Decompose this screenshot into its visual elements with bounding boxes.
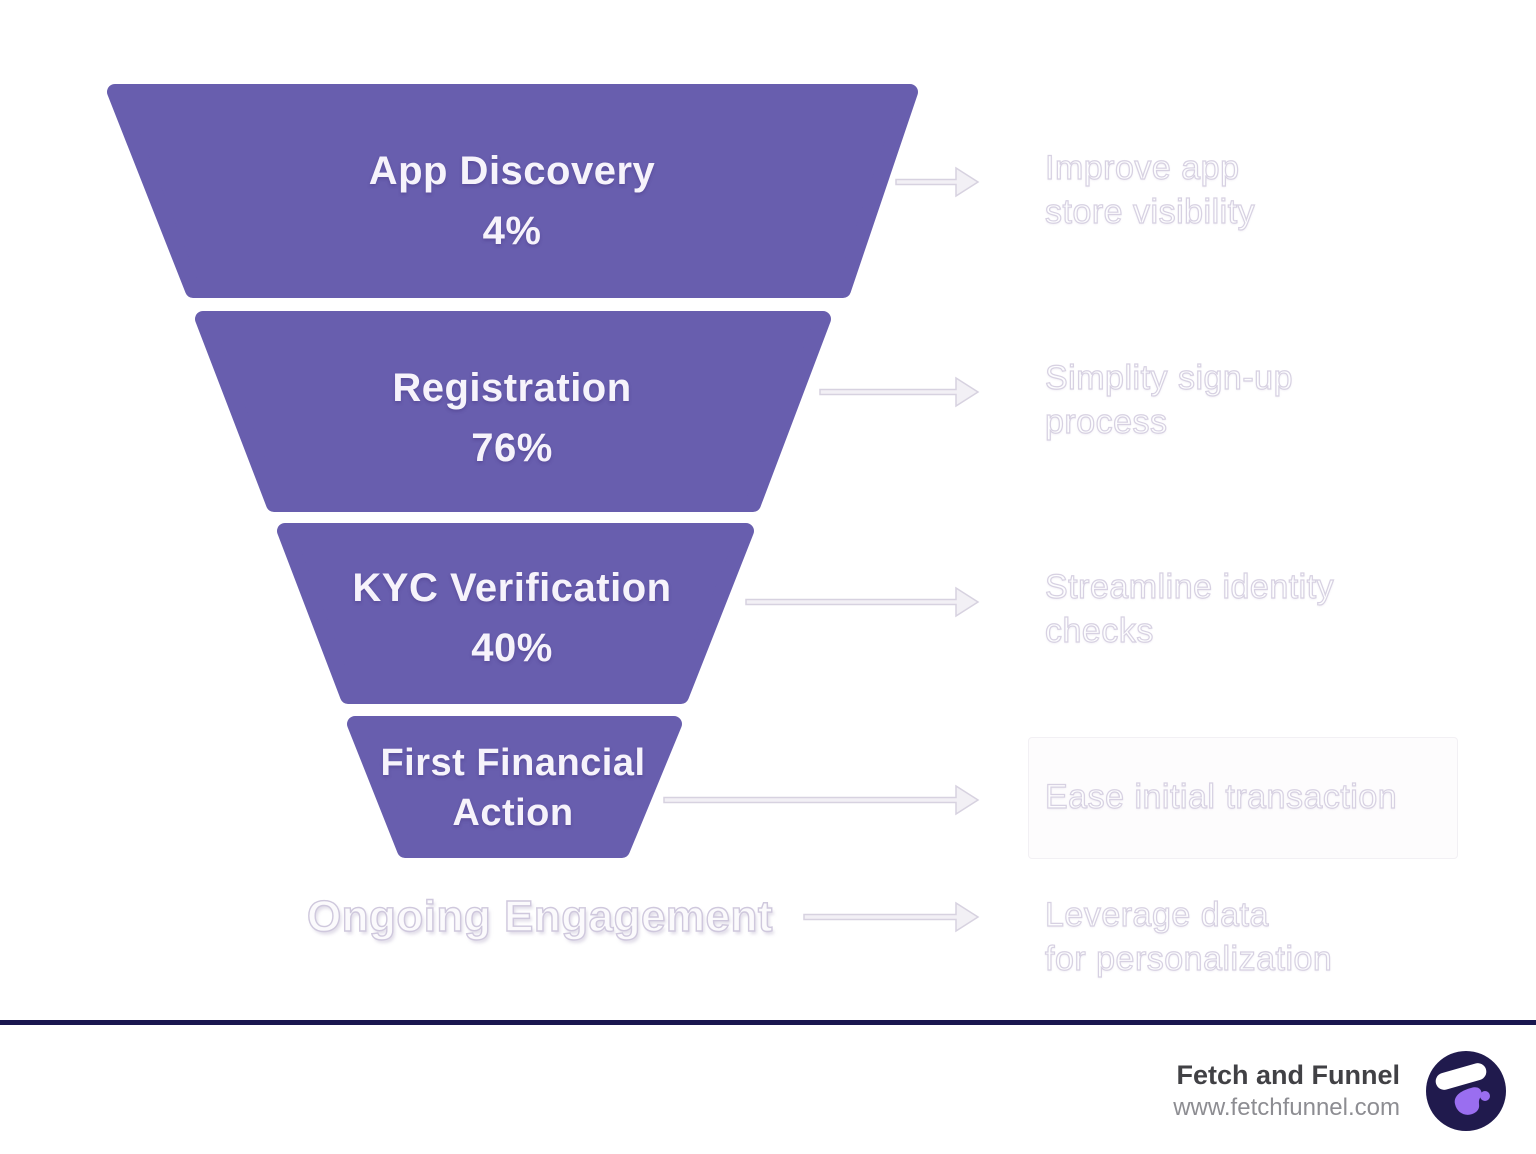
fetch-and-funnel-logo-icon: [1426, 1051, 1506, 1131]
annotation-3-line-2: checks: [1044, 611, 1154, 650]
annotation-1-line-2: store visibility: [1044, 192, 1256, 231]
annotation-1: Improve app store visibility: [1044, 146, 1515, 234]
annotation-2-line-1: Simplity sign-up: [1044, 358, 1293, 397]
arrow-stage-2-icon: [819, 376, 980, 408]
annotation-5-line-2: for personalization: [1044, 939, 1333, 978]
funnel-stage-4-shape: [347, 716, 682, 858]
arrow-stage-5-icon: [803, 901, 980, 933]
stage-2-name: Registration: [392, 366, 632, 410]
annotation-2-line-2: process: [1044, 402, 1168, 441]
stage-3-percent: 40%: [471, 626, 553, 670]
annotation-card: [1028, 737, 1458, 859]
annotation-5-line-1: Leverage data: [1044, 895, 1269, 934]
stage-2-label: Registration 76%: [162, 358, 862, 478]
brand-name: Fetch and Funnel: [1176, 1060, 1400, 1090]
stage-2-percent: 76%: [471, 426, 553, 470]
annotation-2: Simplity sign-up process: [1044, 356, 1515, 444]
stage-1-label: App Discovery 4%: [162, 141, 862, 261]
footer-branding: Fetch and Funnel www.fetchfunnel.com: [1173, 1058, 1400, 1124]
annotation-3-line-1: Streamline identity: [1044, 567, 1335, 606]
stage-4-label: First Financial Action: [353, 738, 673, 838]
stage-3-label: KYC Verification 40%: [162, 558, 862, 678]
annotation-3: Streamline identity checks: [1044, 565, 1515, 653]
funnel-stage-3-shape: [277, 523, 754, 704]
annotation-1-line-1: Improve app: [1044, 148, 1240, 187]
stage-4-name: First Financial Action: [380, 742, 646, 834]
annotation-4-line-1: Ease initial transaction: [1044, 777, 1398, 816]
funnel-stage-2-shape: [195, 311, 831, 512]
stage-5-label: Ongoing Engagement: [306, 892, 774, 941]
stage-1-percent: 4%: [482, 209, 542, 253]
arrow-stage-1-icon: [895, 166, 980, 198]
website-url: www.fetchfunnel.com: [1173, 1094, 1400, 1121]
stage-1-name: App Discovery: [368, 149, 656, 193]
funnel-stage-1-shape: [107, 84, 918, 298]
arrow-stage-4-icon: [663, 784, 980, 816]
annotation-5: Leverage data for personalization: [1044, 893, 1515, 981]
arrow-stage-3-icon: [745, 586, 980, 618]
stage-3-name: KYC Verification: [352, 566, 672, 610]
annotation-4: Ease initial transaction: [1044, 775, 1515, 819]
footer-divider: [0, 1020, 1536, 1025]
